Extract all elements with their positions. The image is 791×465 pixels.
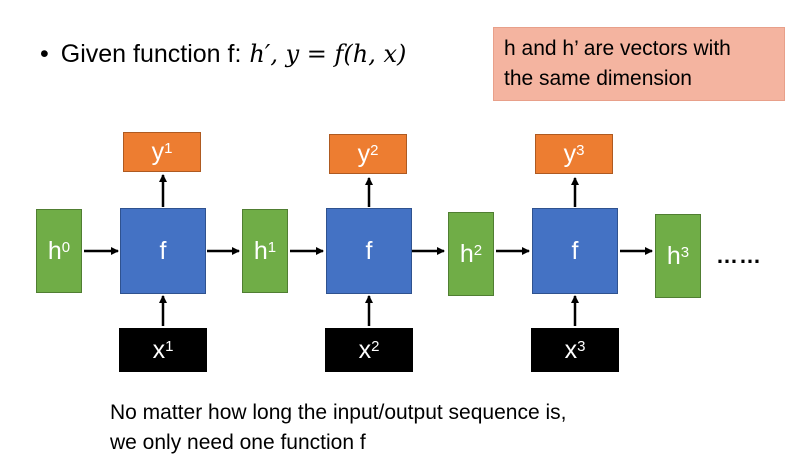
y-node-3-base: y bbox=[563, 139, 577, 168]
footer-text: No matter how long the input/output sequ… bbox=[110, 398, 670, 458]
h-node-2-base: h bbox=[459, 239, 474, 268]
callout-line-1: h and h’ are vectors with bbox=[504, 37, 731, 60]
footer-line-1: No matter how long the input/output sequ… bbox=[110, 401, 567, 424]
h-node-0-base: h bbox=[47, 236, 62, 265]
f-node-3-label: f bbox=[571, 236, 579, 265]
x-node-1-base: x bbox=[152, 335, 166, 364]
callout-line-2: the same dimension bbox=[504, 67, 692, 90]
bullet-line: • Given function f: h′, y = f(h, x) bbox=[40, 40, 406, 69]
f-node-1: f bbox=[120, 208, 206, 294]
formula: h′, y = f(h, x) bbox=[249, 40, 407, 68]
bullet-text: Given function f: bbox=[60, 40, 242, 68]
y-node-1-base: y bbox=[151, 137, 165, 166]
x-node-3-base: x bbox=[564, 335, 578, 364]
footer-line-2: we only need one function f bbox=[110, 431, 366, 454]
bullet-dot: • bbox=[40, 40, 49, 68]
f-node-1-label: f bbox=[159, 236, 167, 265]
y-node-2-base: y bbox=[357, 139, 371, 168]
callout-box: h and h’ are vectors with the same dimen… bbox=[493, 27, 785, 101]
x-node-2-base: x bbox=[358, 335, 372, 364]
f-node-2-label: f bbox=[365, 236, 373, 265]
h-node-3-base: h bbox=[666, 241, 681, 270]
f-node-2: f bbox=[326, 208, 412, 294]
h-node-1-base: h bbox=[253, 236, 268, 265]
f-node-3: f bbox=[532, 208, 618, 294]
ellipsis: …… bbox=[716, 243, 762, 268]
